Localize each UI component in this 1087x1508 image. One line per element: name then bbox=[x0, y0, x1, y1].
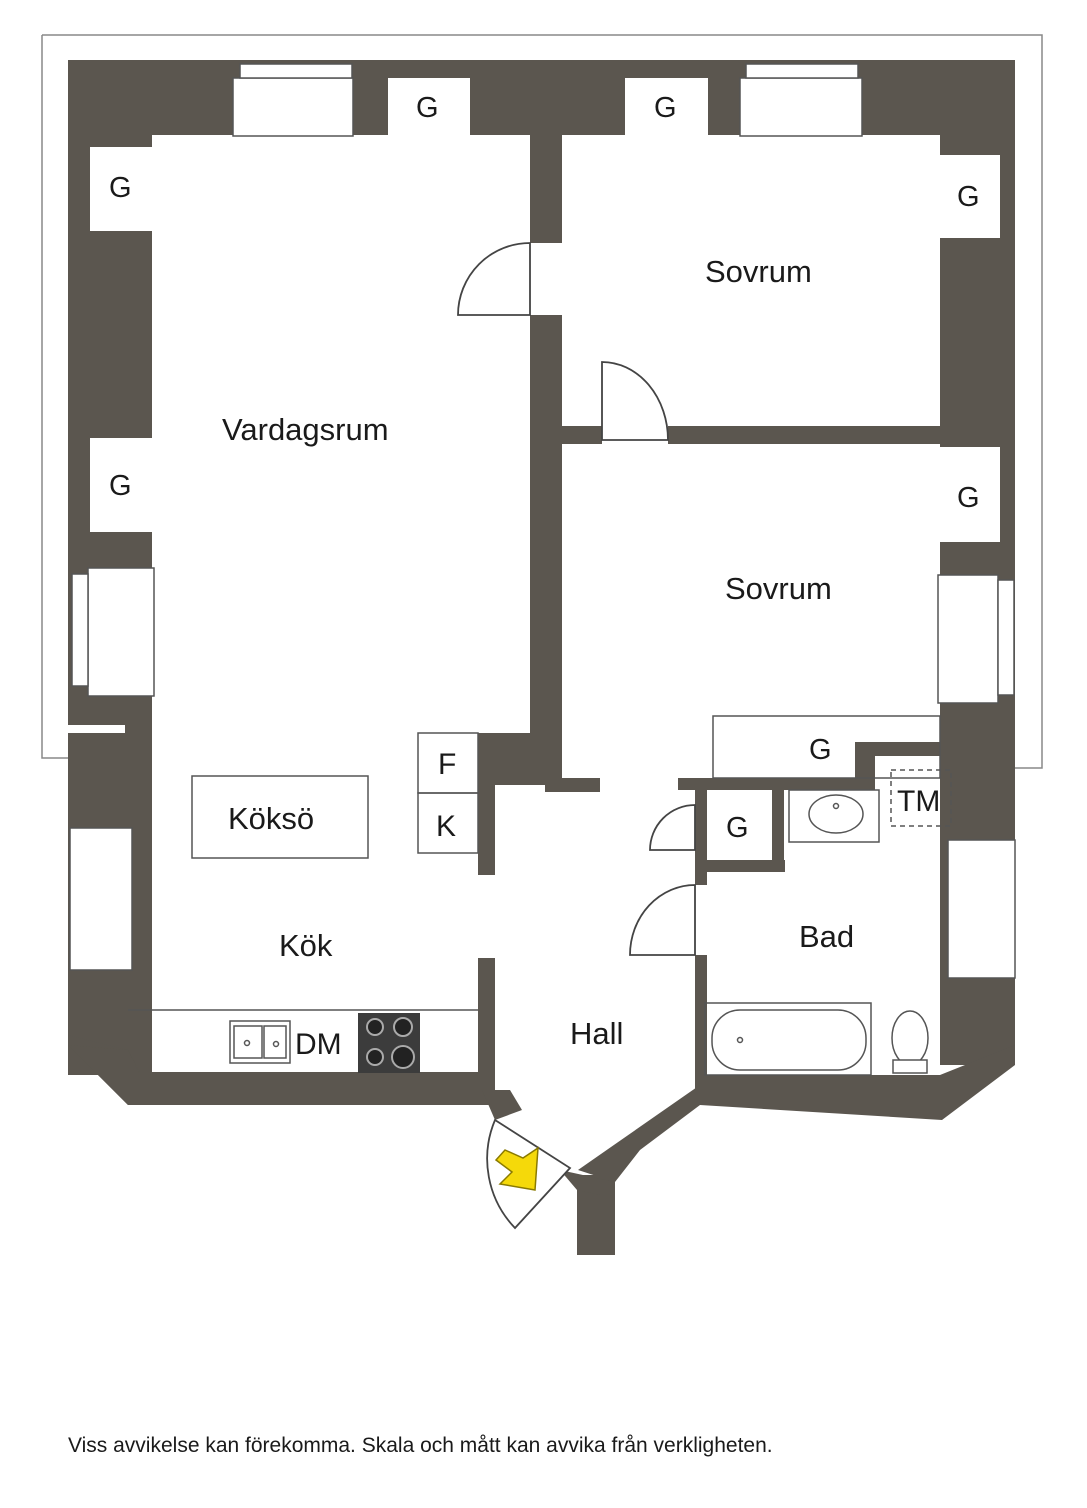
sink-icon bbox=[229, 1020, 291, 1064]
fixtures-outline bbox=[128, 715, 952, 1076]
wardrobe-label: G bbox=[957, 482, 980, 514]
wardrobe-label: G bbox=[809, 734, 832, 766]
fridge-label: F bbox=[438, 748, 456, 781]
stove-icon bbox=[358, 1013, 420, 1073]
disclaimer-text: Viss avvikelse kan förekomma. Skala och … bbox=[68, 1434, 773, 1457]
room-label-living: Vardagsrum bbox=[222, 412, 389, 447]
floor-plan: Vardagsrum Sovrum Sovrum Köksö Kök Hall … bbox=[41, 34, 1043, 1255]
bathtub-icon bbox=[711, 1009, 867, 1071]
wardrobe-label: G bbox=[109, 470, 132, 502]
room-label-kitchen: Kök bbox=[279, 928, 333, 963]
wardrobe-label: G bbox=[654, 92, 677, 124]
washbasin-icon bbox=[808, 794, 864, 834]
windows bbox=[69, 63, 1016, 979]
walls bbox=[68, 60, 1015, 1255]
freezer-label: K bbox=[436, 810, 456, 843]
room-label-bedroom-bottom: Sovrum bbox=[725, 571, 832, 606]
room-label-kitchen-island: Köksö bbox=[228, 801, 314, 836]
dishwasher-label: DM bbox=[295, 1028, 342, 1061]
room-label-hall: Hall bbox=[570, 1016, 623, 1051]
room-label-bedroom-top: Sovrum bbox=[705, 254, 812, 289]
wall-openings bbox=[68, 78, 1000, 733]
wardrobe-label: G bbox=[726, 812, 749, 844]
wardrobe-label: G bbox=[416, 92, 439, 124]
outer-outline bbox=[41, 34, 1043, 769]
room-label-bath: Bad bbox=[799, 919, 854, 954]
wardrobe-label: G bbox=[109, 172, 132, 204]
wardrobe-label: G bbox=[957, 181, 980, 213]
entrance-arrow-icon bbox=[494, 1146, 539, 1191]
toilet-icon bbox=[891, 1010, 929, 1074]
washer-label: TM bbox=[897, 785, 940, 818]
